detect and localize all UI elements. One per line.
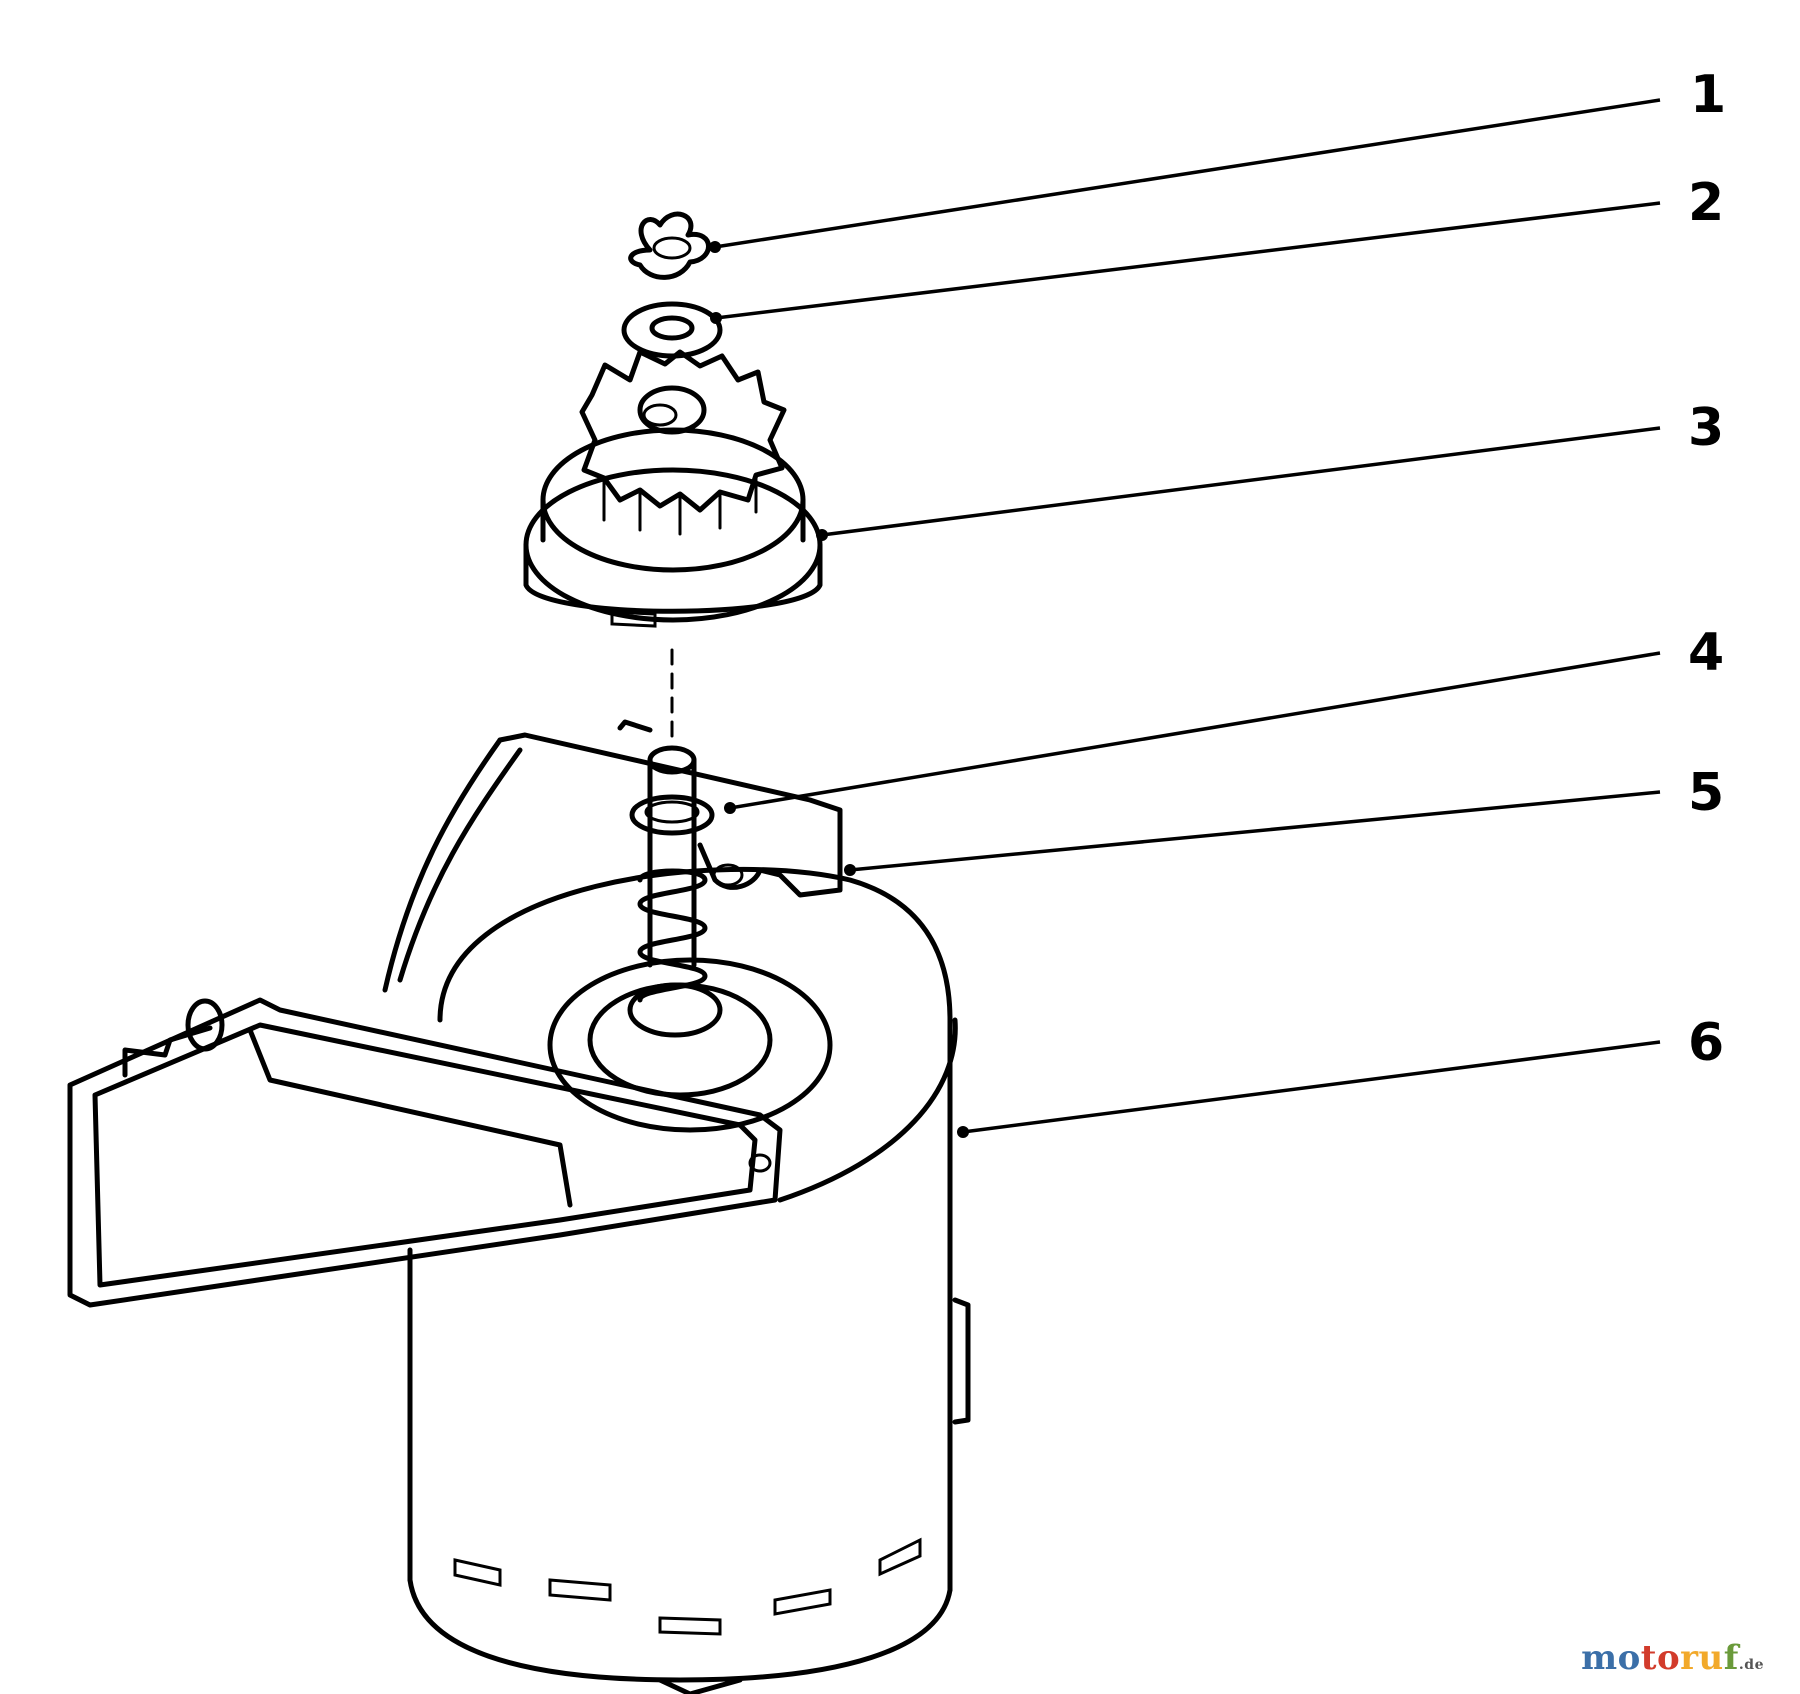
mounting-bracket — [67, 719, 843, 1308]
callout-5: 5 — [1688, 763, 1724, 823]
watermark-part-3: ru — [1680, 1638, 1724, 1678]
callout-labels: 1 2 3 4 5 6 — [1688, 65, 1726, 1073]
drive-pinion — [523, 349, 823, 628]
callout-6: 6 — [1688, 1013, 1724, 1073]
starter-motor — [407, 867, 971, 1694]
retaining-ring — [628, 211, 711, 280]
callout-1: 1 — [1690, 65, 1726, 125]
callout-4: 4 — [1688, 623, 1724, 683]
watermark-part-1: mo — [1581, 1638, 1641, 1678]
callout-2: 2 — [1688, 173, 1724, 233]
leader-lines — [709, 98, 1661, 1138]
watermark-tld: .de — [1738, 1657, 1764, 1673]
washer — [621, 301, 723, 359]
watermark-part-2: to — [1640, 1638, 1681, 1678]
callout-3: 3 — [1688, 398, 1724, 458]
watermark-part-4: f — [1723, 1638, 1739, 1678]
watermark-logo: motoruf.de — [1581, 1638, 1764, 1678]
drive-shaft — [629, 745, 715, 1003]
